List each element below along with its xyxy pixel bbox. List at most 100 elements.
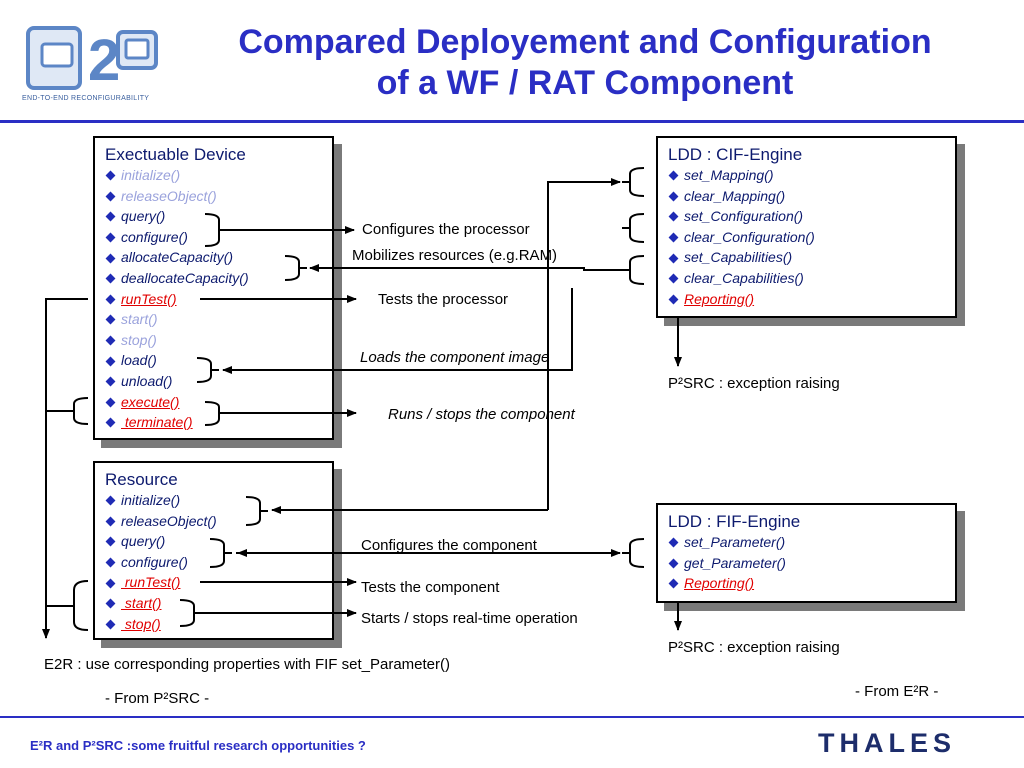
- method-item: allocateCapacity(): [105, 247, 332, 268]
- label-runs-stops: Runs / stops the component: [388, 406, 575, 423]
- method-list: set_Parameter() get_Parameter() Reporting(…: [658, 532, 955, 594]
- method-label: get_Parameter(): [684, 554, 786, 571]
- label-tests-processor: Tests the processor: [378, 291, 509, 308]
- method-label: allocateCapacity(): [121, 249, 234, 266]
- method-item: unload(): [105, 371, 332, 392]
- title-divider: [0, 120, 1024, 123]
- brace-cif-capabilities: [622, 255, 645, 285]
- box-title: Resource: [105, 470, 178, 489]
- method-item: query(): [105, 206, 332, 227]
- diamond-bullet-icon: [105, 294, 116, 305]
- method-item: clear_Configuration(): [668, 227, 955, 248]
- method-label: query(): [121, 533, 166, 550]
- method-label: configure(): [121, 553, 188, 570]
- method-list: set_Mapping()clear_Mapping() set_Configur…: [658, 165, 955, 309]
- method-label: configure(): [121, 228, 188, 245]
- method-label: runTest(): [121, 290, 177, 307]
- method-label: set_Capabilities(): [684, 249, 793, 266]
- method-label: set_Configuration(): [684, 208, 804, 225]
- diamond-bullet-icon: [668, 212, 679, 222]
- method-label: load(): [121, 352, 157, 369]
- method-label: start(): [121, 311, 158, 328]
- diamond-bullet-icon: [105, 212, 116, 222]
- method-label: releaseObject(): [121, 512, 217, 529]
- method-item: terminate(): [105, 412, 332, 433]
- method-item: set_Capabilities(): [668, 247, 955, 268]
- method-label: clear_Mapping(): [684, 187, 786, 204]
- diamond-bullet-icon: [105, 315, 116, 325]
- label-exception-fif: P²SRC : exception raising: [668, 639, 840, 656]
- brace-fif: [622, 538, 645, 568]
- method-item: deallocateCapacity(): [105, 268, 332, 289]
- label-loads-image: Loads the component image: [360, 349, 550, 366]
- box-title: LDD : FIF-Engine: [668, 512, 801, 531]
- diamond-bullet-icon: [105, 417, 116, 428]
- diamond-bullet-icon: [105, 191, 116, 202]
- executable-device-box: Exectuable Device initialize()releaseObj…: [93, 136, 334, 440]
- method-item: configure(): [105, 227, 332, 248]
- label-e2r-note: E2R : use corresponding properties with …: [44, 656, 451, 673]
- method-label: Reporting(): [684, 575, 755, 592]
- brace-left-exec: [66, 397, 89, 425]
- method-label: terminate(): [121, 414, 193, 431]
- method-item: set_Mapping(): [668, 165, 955, 186]
- method-item: start(): [105, 593, 332, 614]
- arrow-cif-capabilities-to-exec: [309, 264, 622, 272]
- cif-engine-box: LDD : CIF-Engine set_Mapping()clear_Mapp…: [656, 136, 957, 318]
- diamond-bullet-icon: [105, 537, 116, 547]
- diamond-bullet-icon: [105, 495, 116, 506]
- label-starts-stops: Starts / stops real-time operation: [361, 610, 578, 627]
- label-configures-component: Configures the component: [361, 537, 537, 554]
- method-label: stop(): [121, 615, 161, 632]
- method-label: query(): [121, 208, 166, 225]
- method-item: stop(): [105, 330, 332, 351]
- thales-logo: THALES: [818, 728, 956, 758]
- title-line-2: of a WF / RAT Component: [376, 64, 794, 102]
- e2r-logo: 2: [26, 26, 158, 93]
- diamond-bullet-icon: [105, 397, 116, 408]
- label-exception-cif: P²SRC : exception raising: [668, 375, 840, 392]
- brace-cif-configuration: [622, 213, 645, 243]
- method-label: clear_Configuration(): [684, 228, 815, 245]
- method-list: initialize() releaseObject() query() config…: [95, 490, 332, 634]
- diamond-bullet-icon: [668, 558, 679, 569]
- label-from-e2r: - From E²R -: [855, 683, 939, 700]
- diamond-bullet-icon: [105, 253, 116, 264]
- method-item: set_Parameter(): [668, 532, 955, 553]
- diamond-bullet-icon: [105, 335, 116, 346]
- diamond-bullet-icon: [668, 253, 679, 264]
- diamond-bullet-icon: [105, 356, 116, 367]
- diamond-bullet-icon: [105, 232, 116, 243]
- method-item: start(): [105, 309, 332, 330]
- brace-left-resource: [66, 580, 89, 631]
- diamond-bullet-icon: [105, 170, 116, 181]
- method-label: Reporting(): [684, 290, 755, 307]
- method-label: initialize(): [121, 492, 181, 508]
- label-configures-processor: Configures the processor: [362, 221, 530, 238]
- method-label: unload(): [121, 372, 173, 389]
- method-item: releaseObject(): [105, 186, 332, 207]
- diamond-bullet-icon: [668, 579, 679, 589]
- diamond-bullet-icon: [668, 537, 679, 548]
- arrow-cif-mapping-to-resource: [547, 178, 621, 510]
- method-item: load(): [105, 350, 332, 371]
- method-list: initialize()releaseObject()query()config…: [95, 165, 332, 433]
- method-item: initialize(): [105, 490, 332, 511]
- brace-cif-mapping: [622, 167, 645, 197]
- method-item: execute(): [105, 392, 332, 413]
- method-label: set_Parameter(): [684, 534, 786, 550]
- method-label: releaseObject(): [121, 187, 217, 204]
- footer-divider: [0, 716, 1024, 718]
- method-item: stop(): [105, 614, 332, 635]
- box-title: Exectuable Device: [105, 145, 246, 164]
- diamond-bullet-icon: [105, 273, 116, 284]
- diamond-bullet-icon: [105, 376, 116, 387]
- method-label: stop(): [121, 331, 157, 348]
- diamond-bullet-icon: [668, 232, 679, 243]
- box-title: LDD : CIF-Engine: [668, 145, 803, 164]
- diamond-bullet-icon: [105, 557, 116, 568]
- method-item: Reporting(): [668, 573, 955, 594]
- method-label: start(): [121, 594, 162, 611]
- diamond-bullet-icon: [668, 294, 679, 305]
- svg-text:2: 2: [88, 28, 120, 93]
